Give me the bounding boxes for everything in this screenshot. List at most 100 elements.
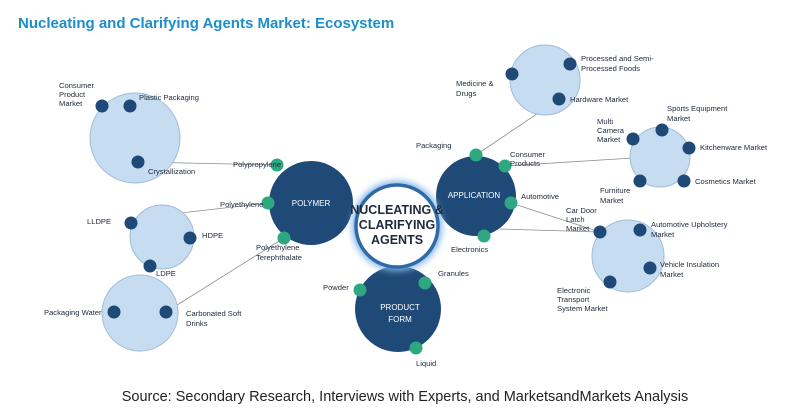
connectors [137,98,634,313]
label-automotive: Automotive [521,192,559,201]
node-hdpe [183,231,197,245]
label-sports-1: Sports Equipment [667,104,728,113]
label-ets-2: Transport [557,295,590,304]
node-ldpe [143,259,157,273]
label-csd-1: Carbonated Soft [186,309,242,318]
center-circle [354,183,440,269]
label-plastic-packaging: Plastic Packaging [139,93,199,102]
label-upholstery-2: Market [651,230,675,239]
connector-camera-consumer [504,157,634,167]
node-consumer-products [498,159,512,173]
node-lldpe [124,216,138,230]
node-electronics [477,229,491,243]
node-kitchenware-market [682,141,696,155]
hub-polymer [269,161,353,245]
label-packaging-water: Packaging Water [44,308,102,317]
label-furniture-1: Furniture [600,186,630,195]
label-ldpe: LDPE [156,269,176,278]
hub-polymer-label: POLYMER [292,199,331,208]
node-cosmetics-market [677,174,691,188]
node-plastic-packaging [123,99,137,113]
connector-csd-pet [165,237,285,313]
label-sports-2: Market [667,114,691,123]
label-processed-1: Processed and Semi- [581,54,654,63]
label-crystallization: Crystallization [148,167,195,176]
label-lldpe: LLDPE [87,217,111,226]
label-consumer-products-2: Products [510,159,540,168]
label-packaging: Packaging [416,141,451,150]
label-liquid: Liquid [416,359,436,368]
satellites [89,44,691,352]
label-camera-2: Camera [597,126,625,135]
label-pet-2: Terephthalate [256,253,302,262]
label-medicine-1: Medicine & [456,79,494,88]
connector-latch-electronics [499,228,601,233]
satellite-packaging [509,44,581,116]
node-carbonated-soft-drinks [159,305,173,319]
label-kitchenware: Kitchenware Market [700,143,768,152]
page-title: Nucleating and Clarifying Agents Market:… [18,15,395,32]
node-packaging-water [107,305,121,319]
node-multi-camera-market [626,132,640,146]
label-consumer-product-market-1: Consumer [59,81,94,90]
label-latch-2: Latch [566,215,585,224]
label-furniture-2: Market [600,196,624,205]
ecosystem-diagram: NUCLEATING & CLARIFYING AGENTS POLYMER A… [44,44,768,368]
node-vehicle-insulation [643,261,657,275]
label-csd-2: Drinks [186,319,208,328]
satellite-polypropylene [89,92,181,184]
label-latch-3: Market [566,224,590,233]
label-powder: Powder [323,283,349,292]
label-insulation-1: Vehicle Insulation [660,260,719,269]
label-latch-1: Car Door [566,206,597,215]
label-medicine-2: Drugs [456,89,476,98]
node-automotive [504,196,518,210]
node-consumer-product-market [95,99,109,113]
satellite-pet [101,274,179,352]
node-packaging [469,148,483,162]
center-line2: CLARIFYING [359,218,435,232]
green-nodes [261,148,518,355]
node-sports-equipment [655,123,669,137]
label-camera-3: Market [597,135,621,144]
node-granules [418,276,432,290]
hub-application [436,156,516,236]
satellite-automotive [591,219,665,293]
node-pet [277,231,291,245]
label-processed-2: Processed Foods [581,64,640,73]
label-hdpe: HDPE [202,231,223,240]
label-granules: Granules [438,269,469,278]
label-pet-1: Polyethylene [256,243,299,252]
node-car-door-latch [593,225,607,239]
node-hardware-market [552,92,566,106]
label-upholstery-1: Automotive Upholstery [651,220,728,229]
node-furniture-market [633,174,647,188]
label-ets-1: Electronic [557,286,591,295]
label-consumer-products-1: Consumer [510,150,545,159]
blue-nodes [95,57,696,319]
label-polypropylene: Polypropylene [233,160,281,169]
label-camera-1: Multi [597,117,613,126]
node-medicine-drugs [505,67,519,81]
center-line1: NUCLEATING & [350,203,444,217]
node-powder [353,283,367,297]
node-crystallization [131,155,145,169]
source-note: Source: Secondary Research, Interviews w… [121,389,689,405]
hub-product-form [355,266,441,352]
node-automotive-upholstery [633,223,647,237]
label-hardware-market: Hardware Market [570,95,629,104]
label-consumer-product-market-3: Market [59,99,83,108]
hub-application-label: APPLICATION [448,191,501,200]
label-cosmetics: Cosmetics Market [695,177,757,186]
node-processed-foods [563,57,577,71]
node-liquid [409,341,423,355]
node-polyethylene [261,196,275,210]
label-consumer-product-market-2: Product [59,90,86,99]
label-insulation-2: Market [660,270,684,279]
label-polyethylene: Polyethylene [220,200,263,209]
label-electronics: Electronics [451,245,488,254]
node-polypropylene [270,158,284,172]
hub-product-form-label-2: FORM [388,315,412,324]
connector-latch-automotive [510,202,601,233]
hub-product-form-label-1: PRODUCT [380,303,420,312]
